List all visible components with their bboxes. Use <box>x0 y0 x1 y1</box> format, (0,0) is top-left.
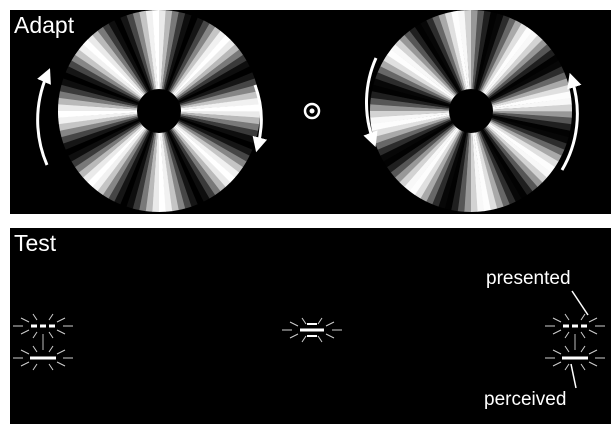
presented-label: presented <box>486 268 571 290</box>
presented-pointer <box>572 291 588 315</box>
right-test-stimulus <box>545 314 605 370</box>
perceived-pointer <box>571 364 576 388</box>
adapt-stimulus <box>10 10 611 214</box>
left-rotation-arrow <box>38 75 47 165</box>
test-label: Test <box>14 228 56 258</box>
adapt-label: Adapt <box>14 10 74 40</box>
left-test-stimulus <box>13 314 73 370</box>
test-panel: Test presented perceived <box>10 228 611 424</box>
adapt-panel: Adapt <box>10 10 611 214</box>
left-radial-grating <box>58 10 260 212</box>
center-test-stimulus <box>282 318 342 342</box>
right-radial-grating <box>370 10 572 212</box>
perceived-label: perceived <box>484 389 566 411</box>
bullseye-icon <box>305 104 319 118</box>
